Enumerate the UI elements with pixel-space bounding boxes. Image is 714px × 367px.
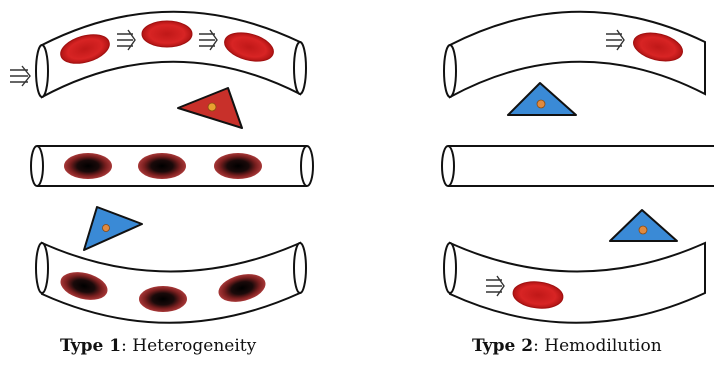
- vessel-bottom-right: [444, 243, 705, 323]
- dark-blood-cell: [138, 153, 186, 179]
- dark-blood-cell: [139, 286, 187, 312]
- caption-type1-prefix: Type 1: [60, 336, 121, 356]
- blue-triangle-cell-icon: [508, 83, 576, 115]
- caption-type1-separator: :: [121, 336, 132, 356]
- caption-type2-prefix: Type 2: [472, 336, 533, 356]
- dark-blood-cell: [214, 153, 262, 179]
- vessel-middle-right: [442, 146, 714, 186]
- blue-triangle-cell-icon: [610, 210, 677, 241]
- flow-arrow-icon: [10, 66, 30, 86]
- red-triangle-cell-icon: [178, 88, 242, 128]
- caption-type1-label: Heterogeneity: [132, 336, 256, 356]
- dark-blood-cell: [64, 153, 112, 179]
- caption-type2-label: Hemodilution: [544, 336, 661, 356]
- blue-triangle-cell-icon: [84, 207, 142, 250]
- caption-type2: Type 2: Hemodilution: [472, 336, 662, 356]
- caption-type2-separator: :: [533, 336, 544, 356]
- red-blood-cell: [142, 21, 192, 47]
- caption-type1: Type 1: Heterogeneity: [60, 336, 256, 356]
